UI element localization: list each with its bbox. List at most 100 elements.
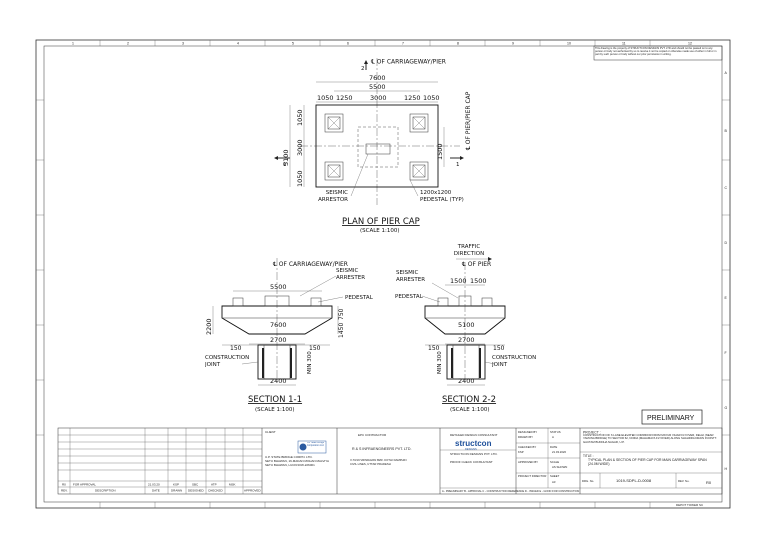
sec22-dim-top-2: 1500 [470,277,487,285]
rev-hdr-drawn: DRAWN [171,489,182,493]
contractor-name: R & S INFRAENGINEERS PVT. LTD. [352,447,411,451]
signoff-scale-label: SCALE [550,460,559,464]
project-text: CONSTRUCTION OF 6 LANE ELEVATED CORRIDOR… [583,434,717,444]
dwg-number: 1019-SDPL-D-0008 [616,478,652,483]
plan-cl-carriageway: ℄ OF CARRIAGEWAY/PIER [371,59,446,66]
plan-dim-right: 1500 [436,143,444,160]
sec11-dim-height: 2200 [205,318,213,335]
status-legend: A - PRELIMINARY B - APPROVAL C - CONSTRU… [442,489,579,493]
grid-col-3: 3 [182,42,184,46]
sec22-pedestal-r [481,297,493,307]
signoff-approved: APPROVED BY [518,460,538,464]
sec11-dim-side2: 150 [309,345,321,352]
pedestals [324,113,429,181]
sec22-label-joint: CONSTRUCTION JOINT [492,355,537,368]
consultant-logo: structcon [455,439,492,448]
plan-of-pier-cap: 2 ℄ OF CARRIAGEWAY/PIER ℄ OF PIER/PIER C… [274,58,472,234]
grid-row-e: E [725,296,728,300]
grid-col-9: 9 [512,42,514,46]
rev-hdr-approved: APPROVED [244,489,262,493]
sec11-dim-width: 7600 [270,321,287,329]
sec22-title: SECTION 2-2 [442,395,496,405]
sec22-traffic: TRAFFIC DIRECTION [453,244,485,257]
grid-column-labels: 1 2 3 4 5 6 7 8 9 10 11 12 [72,42,692,46]
rev-hdr-designed: DESIGNED [188,489,205,493]
sec11-dim-top-depth: 750 [338,308,345,320]
signoff-checked: CHECKED BY [518,445,536,449]
preliminary-stamp-box [641,409,703,425]
sec11-dim-side: 150 [230,345,242,352]
signoff-sheet: A3 [552,480,556,484]
sec22-pedestal-l [437,297,449,307]
sec11-dim-min: MIN 300 [307,351,313,374]
pedestal-bl [324,161,344,181]
sec11-label-arrester: SEISMIC ARRESTER [336,268,366,281]
client-line-1: U.P. STATE BRIDGE CORPN. LTD. [265,455,313,459]
sec22-scale: (SCALE 1:100) [450,407,490,413]
sec11-label-joint: CONSTRUCTION JOINT [205,355,250,368]
sec22-dim-side: 150 [428,345,440,352]
project-label: PROJECT : [583,431,601,435]
outer-frame [35,39,731,509]
contractor-line-1: V-70/19 VRINDAVAN BZR. KOTHI DAMPHIN [350,458,406,462]
inner-frame [43,45,723,503]
grid-row-g: G [725,406,728,410]
section-1-1: ℄ OF CARRIAGEWAY/PIER SEISMIC ARRESTER P… [205,258,374,413]
pedestal-br [409,161,429,181]
consultant-name: STRUCTCON DESIGNS PVT. LTD. [450,452,498,456]
grid-row-labels: A B C D E F G H [725,71,728,471]
signoff-sheet-label: SHEET [550,474,560,478]
pier-cap-outline [315,104,439,188]
rev-hdr-desc: DESCRIPTION [95,489,116,493]
grid-col-7: 7 [402,42,404,46]
plan-dim-inner: 5500 [369,83,386,91]
preliminary-stamp: PRELIMINARY [647,415,695,422]
pier-outline-dashed [357,126,399,168]
pedestal-tl [324,113,344,133]
plan-label-arrestor: SEISMIC ARRESTOR [318,190,348,203]
grid-row-c: C [725,186,728,190]
grid-col-5: 5 [292,42,294,46]
grid-columns-bottom [99,502,651,508]
sec22-cl: ℄ OF PIER [462,261,491,268]
client-line-3: SETU BHAWAN, LUCKNOW-226001 [265,463,315,467]
grid-columns-top [99,40,651,46]
grid-col-2: 2 [127,42,129,46]
signoff-date: 21.03.2020 [552,450,566,454]
signoff-status: A [552,435,554,439]
sec22-dim-top-1: 1500 [450,277,467,285]
sec22-dim-width: 5100 [458,321,475,329]
grid-col-10: 10 [567,42,571,46]
sec11-title: SECTION 1-1 [248,395,302,405]
sec11-scale: (SCALE 1:100) [255,407,295,413]
plan-dim-left-3: 1050 [296,170,304,187]
consultant-proof: PROOF CHECK CONSULTANT [450,460,493,464]
plan-label-pedestal: 1200x1200 PEDESTAL (TYP) [420,190,464,203]
sec22-dim-bottom: 2700 [458,336,475,344]
rev-r0-designed: SBC [192,483,199,487]
sec11-arrester [264,295,290,307]
notice-box [593,45,723,61]
grid-row-b: B [725,129,728,133]
consultant-logo-sub: DESIGNS [465,447,477,451]
rev-r0-drawn: KSP [173,483,179,487]
sec22-dim-side2: 150 [493,345,505,352]
signoff-drawn-label: DRAWN BY [518,435,533,439]
sec11-pedestal-l [232,297,244,307]
plan-dim-top-2: 1250 [336,94,353,102]
section-mark-2-arrow [364,60,368,64]
section-mark-1-arrow [460,156,464,160]
sec11-dim-pier: 2400 [270,377,287,385]
grid-rows [36,99,730,436]
grid-row-d: D [725,241,728,245]
plan-dim-left-1: 1050 [296,109,304,126]
plan-title: PLAN OF PIER CAP [342,217,420,227]
sec11-dim-top: 5500 [270,283,287,291]
grid-col-11: 11 [622,42,626,46]
rev-r0-checked: ATP [211,483,217,487]
sec11-dim-bottom: 2700 [270,336,287,344]
sec11-pedestal-r [310,297,322,307]
signoff-drawn: KSP [518,450,524,454]
signoff-status-label: STATUS [550,430,561,434]
plan-dim-top-4: 1250 [404,94,421,102]
